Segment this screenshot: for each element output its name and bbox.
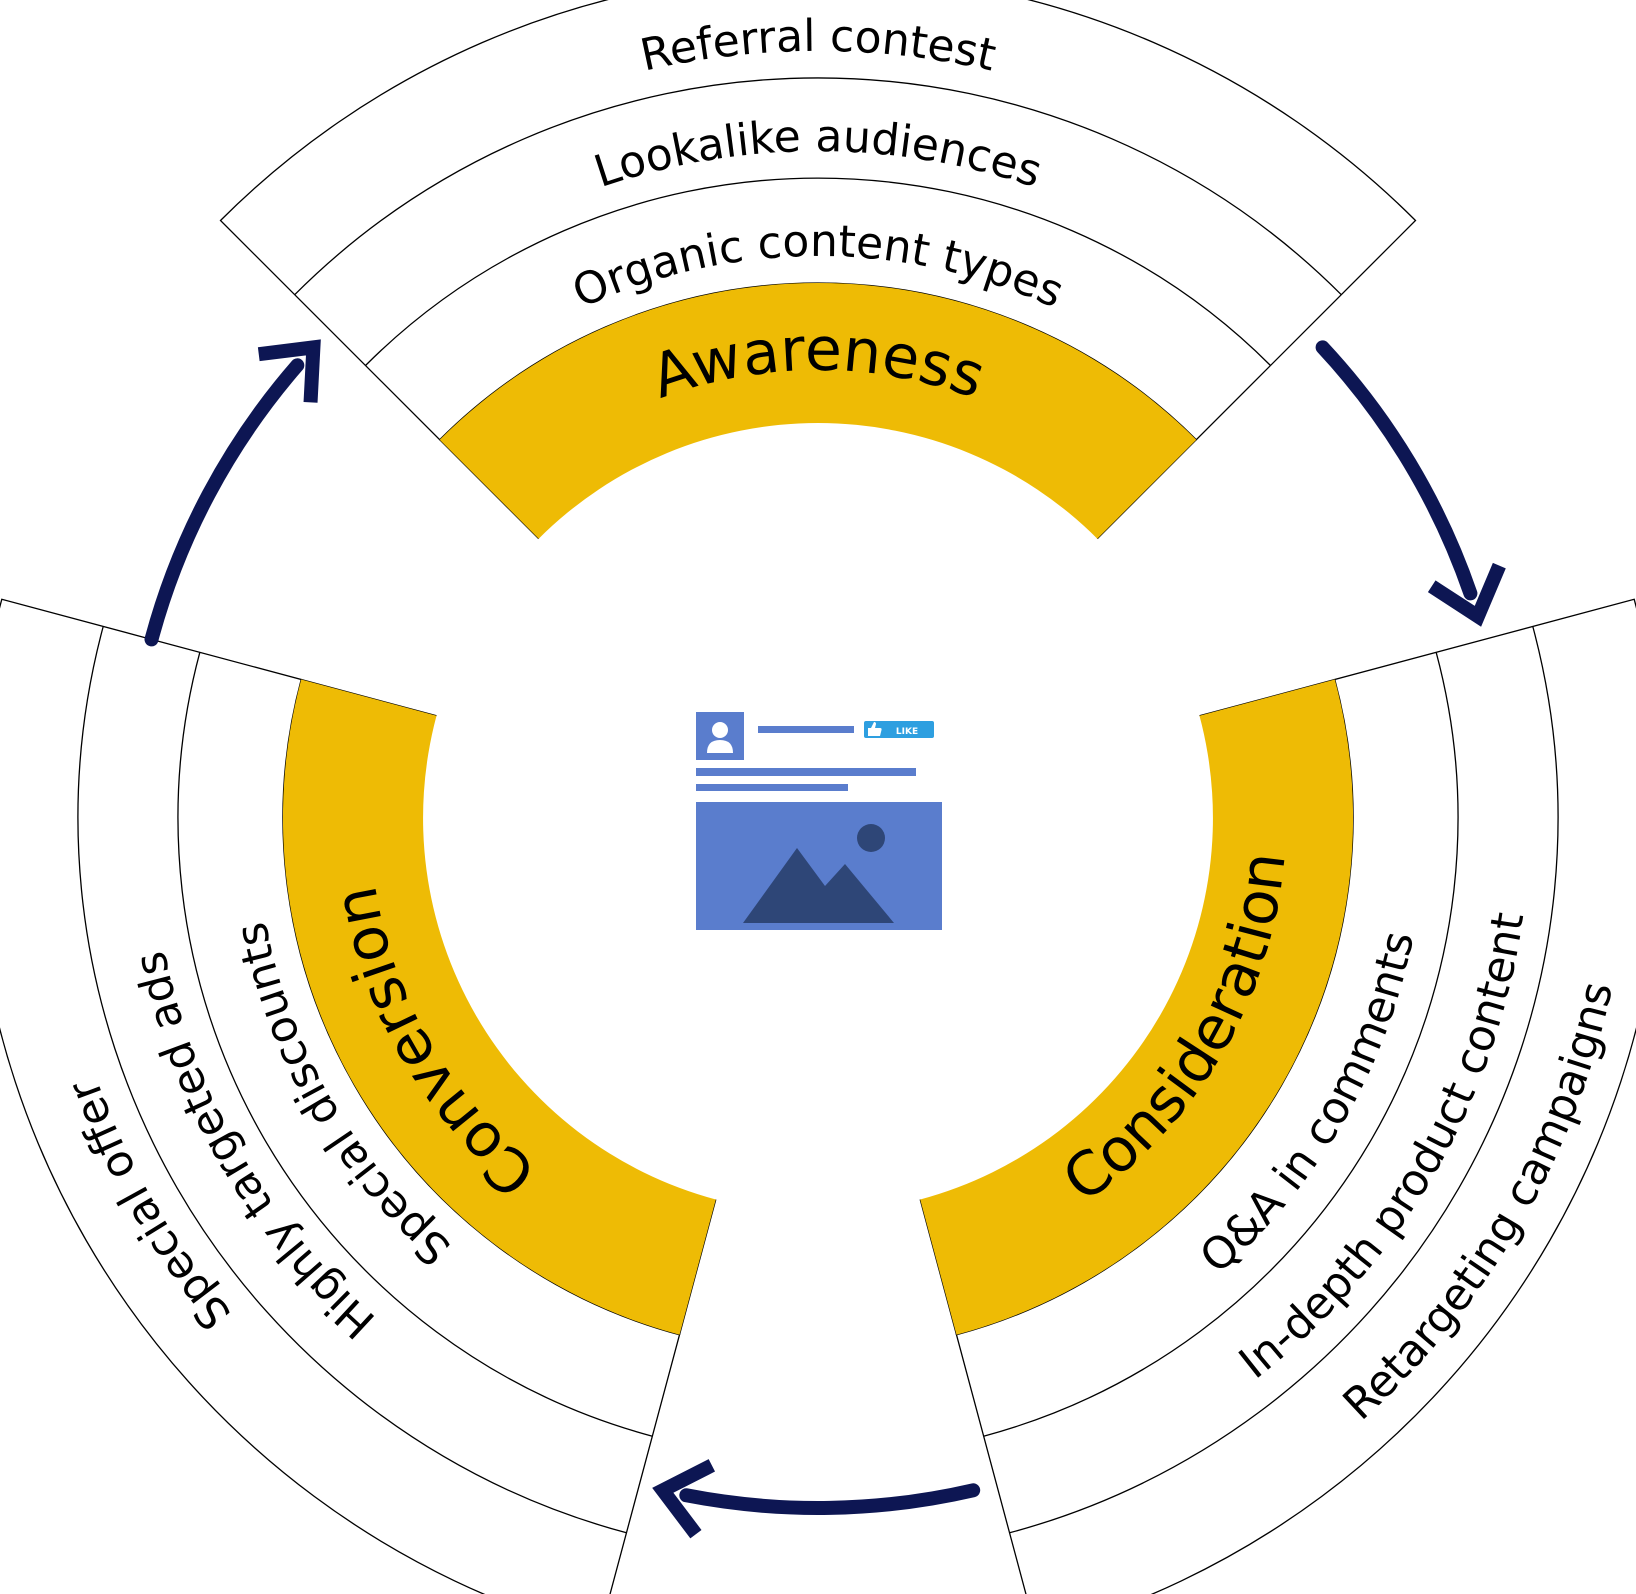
cycle-arrows [144,339,1506,1539]
cycle-arrow-shaft [679,1483,981,1515]
like-label: LIKE [896,727,918,737]
cycle-arrow-shaft [144,358,305,647]
social-post-icon: LIKE [696,712,942,930]
arrow-head-icon [652,1459,716,1539]
tactic-ring-divider [177,652,653,1437]
sun-icon [857,824,885,852]
tactic-ring-divider [983,652,1459,1437]
avatar-body [707,740,733,753]
tactic-ring-divider [77,626,627,1534]
thumbs-up-icon [868,722,882,736]
like-button [864,721,934,738]
stage-band-conversion [282,679,716,1335]
avatar-head [712,722,728,738]
stage-band-consideration [920,679,1354,1335]
arrow-head-icon [257,339,321,403]
tactic-ring-divider [365,177,1271,366]
cycle-arrow-shaft [1315,340,1478,601]
tactic-ring-divider [294,77,1342,296]
post-text-line-1 [696,768,916,776]
post-name-line [758,726,854,733]
arrow-head-icon [1427,562,1506,627]
stage-bands [282,283,1354,1335]
mountain-icon [743,848,894,923]
post-text-line-2 [696,784,848,791]
stage-band-awareness [439,283,1197,539]
tactic-ring-divider [1009,626,1559,1534]
